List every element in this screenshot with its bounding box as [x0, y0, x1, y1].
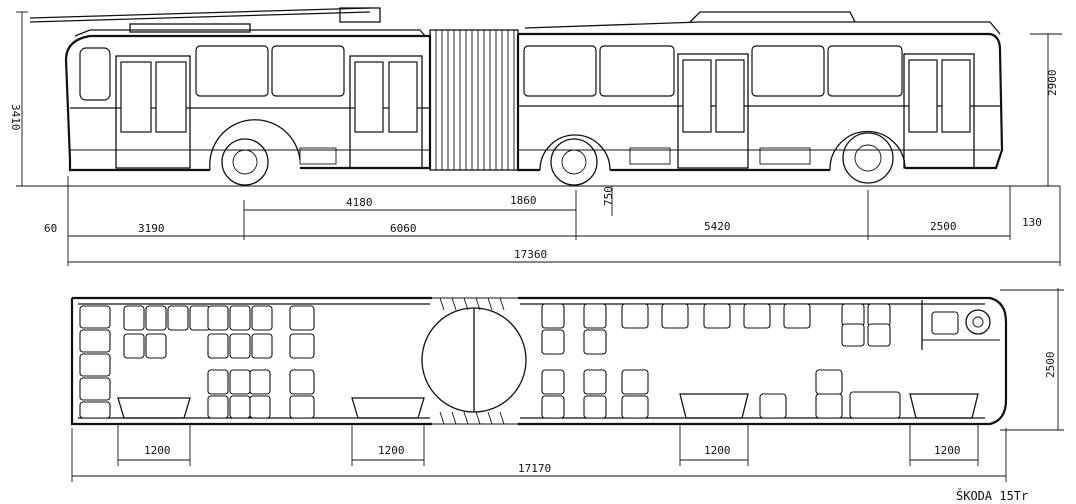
dim-2500: 2500	[930, 220, 957, 233]
caption: ŠKODA 15Tr	[956, 488, 1028, 503]
dim-length: 17170	[518, 462, 551, 475]
steering-wheel	[965, 309, 991, 335]
door	[677, 53, 749, 169]
wheel	[829, 130, 906, 184]
door	[903, 53, 975, 169]
door-well	[351, 397, 425, 419]
door-well	[117, 397, 191, 419]
dim-3190: 3190	[138, 222, 165, 235]
window	[751, 45, 825, 97]
dim-3410: 3410	[9, 104, 22, 131]
dim-door3: 1200	[704, 444, 731, 457]
wheel	[539, 134, 611, 186]
side-elevation	[16, 7, 1062, 266]
door	[349, 55, 423, 169]
dim-1860: 1860	[510, 194, 537, 207]
dim-6060: 6060	[390, 222, 417, 235]
dim-5420: 5420	[704, 220, 731, 233]
plan-view	[70, 288, 1064, 482]
side-dimensions: 3410 2900 750 4180 1860 60 3190 6060 542…	[9, 70, 1059, 262]
dim-4180: 4180	[346, 196, 373, 209]
dim-130: 130	[1022, 216, 1042, 229]
bellows-folds	[435, 30, 515, 170]
window	[599, 45, 675, 97]
driver-window	[79, 47, 111, 101]
rear-bench	[79, 305, 111, 419]
dim-door1: 1200	[144, 444, 171, 457]
dim-width: 2500	[1044, 352, 1057, 379]
seats-rear-section	[541, 303, 901, 419]
window	[827, 45, 903, 97]
wheel	[209, 119, 301, 186]
driver-cab	[921, 300, 1000, 350]
dim-60: 60	[44, 222, 57, 235]
window	[523, 45, 597, 97]
dim-door4: 1200	[934, 444, 961, 457]
dim-750: 750	[602, 186, 615, 206]
seats-front-section	[123, 305, 315, 419]
door	[115, 55, 191, 169]
bellows-folds-plan	[439, 297, 505, 425]
dim-2900: 2900	[1046, 70, 1059, 97]
window	[195, 45, 269, 97]
plan-dimensions: 1200 1200 1200 1200 2500 17170	[144, 352, 1057, 476]
dim-door2: 1200	[378, 444, 405, 457]
driver-seat	[931, 311, 959, 335]
window	[271, 45, 345, 97]
door-well	[909, 393, 979, 419]
dim-17360: 17360	[514, 248, 547, 261]
door-well	[679, 393, 749, 419]
